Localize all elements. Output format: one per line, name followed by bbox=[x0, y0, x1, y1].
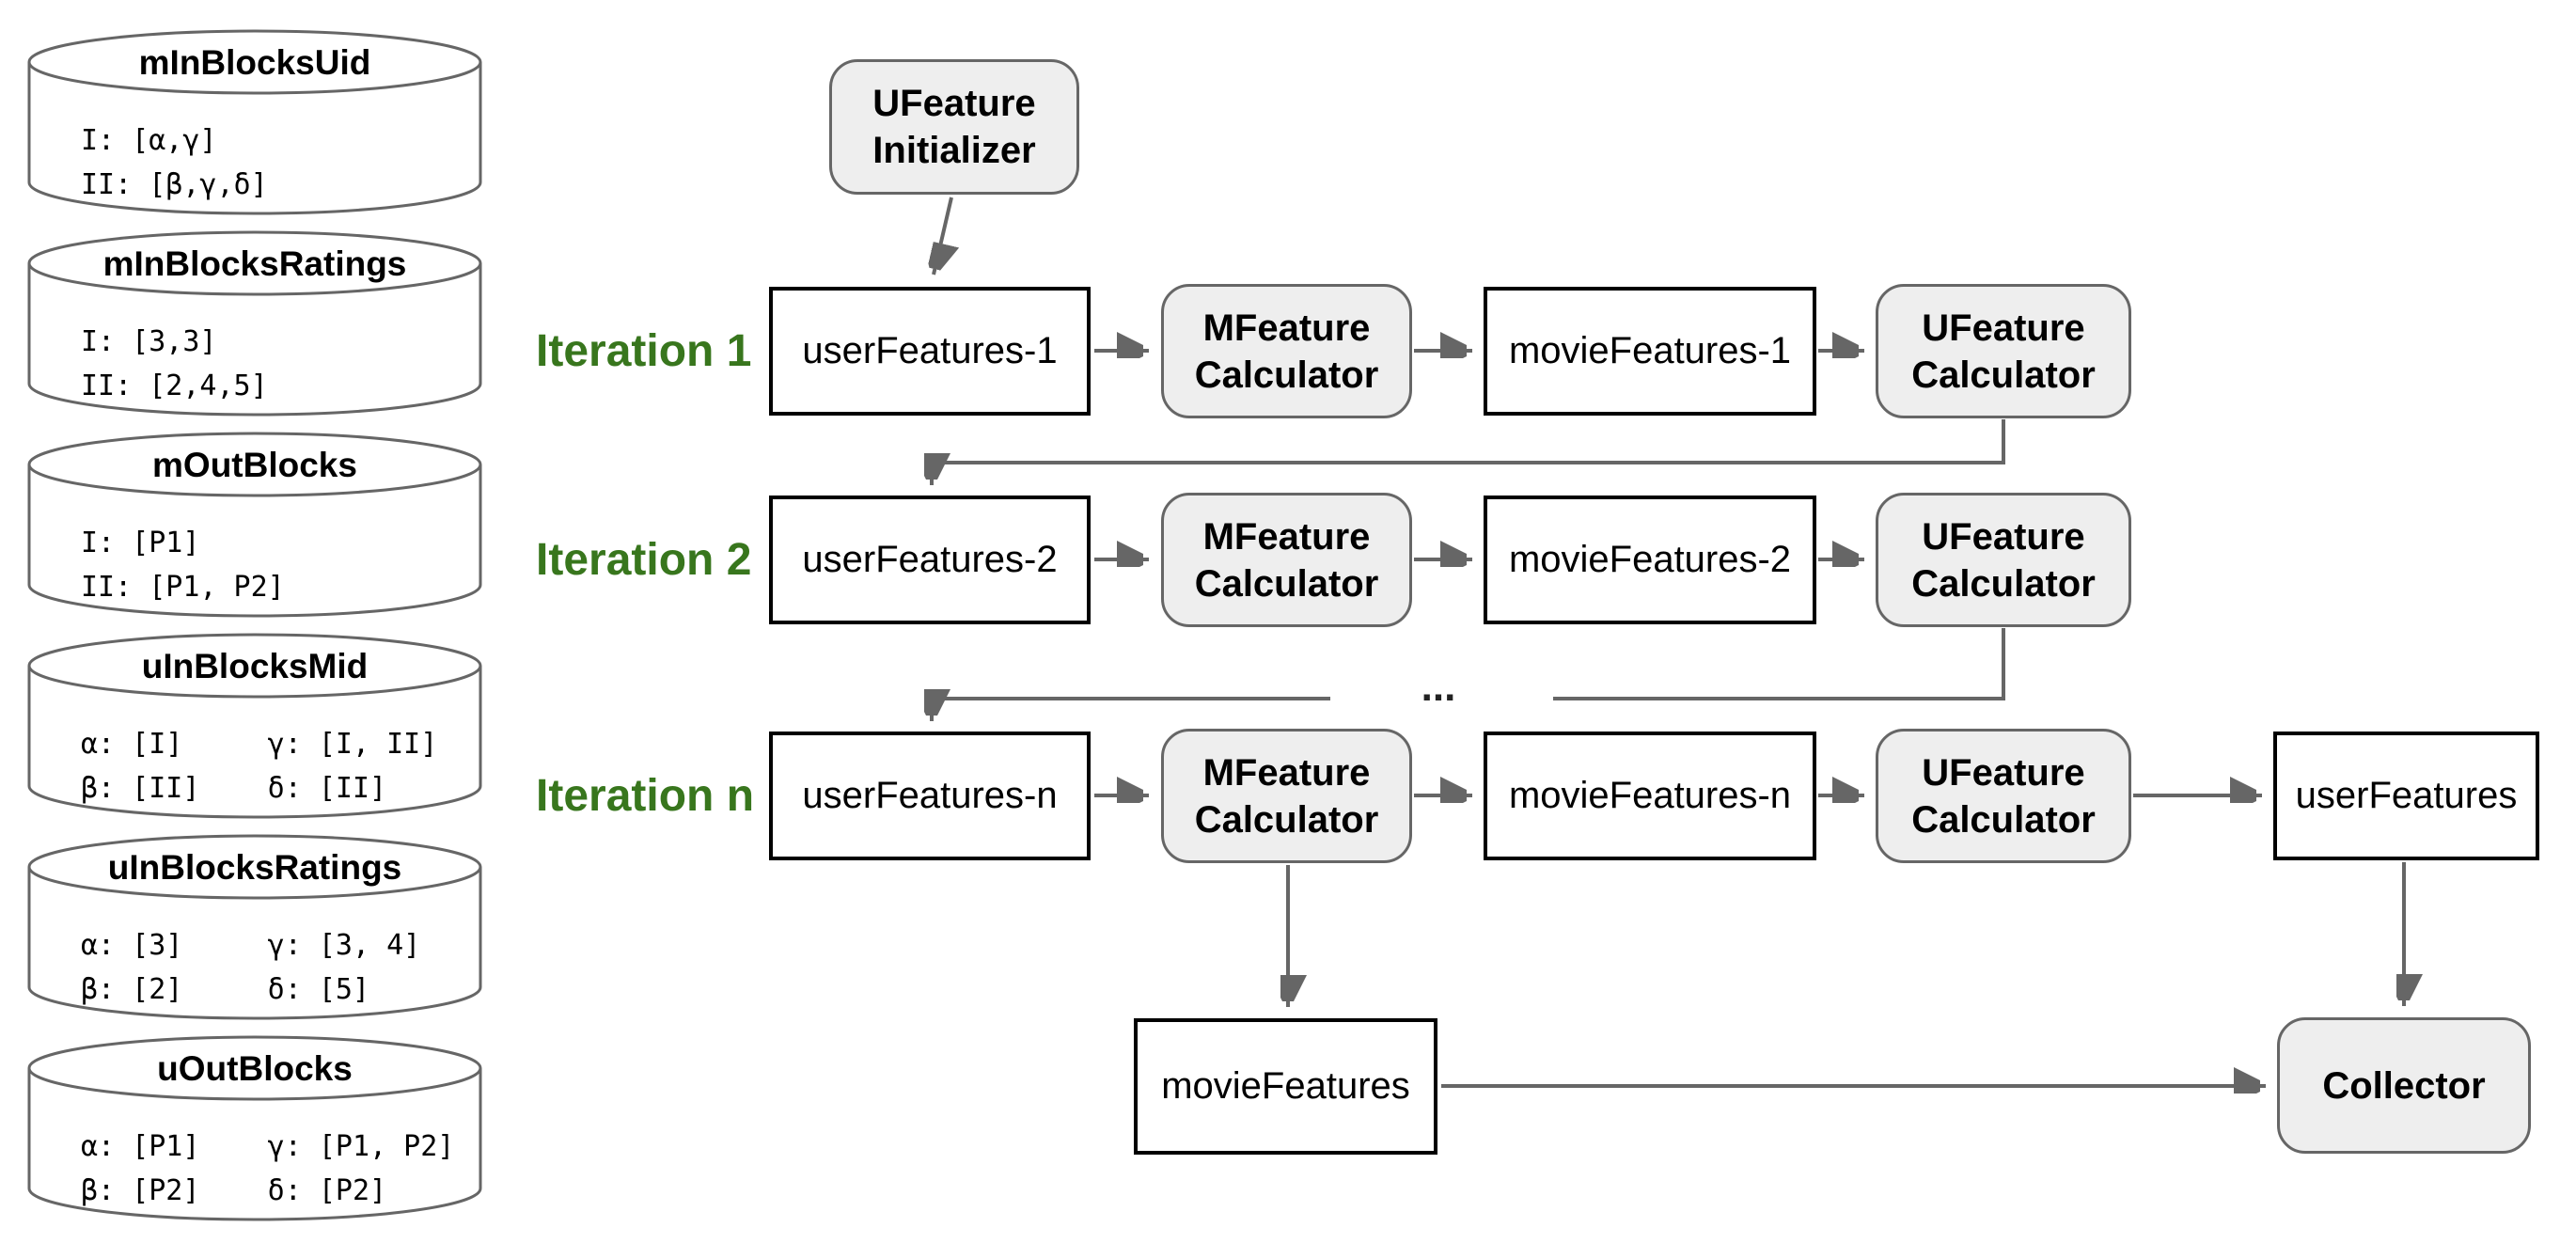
database-cylinder-icon bbox=[27, 29, 482, 215]
datastore-uinblocksmid: uInBlocksMid α: [I] γ: [I, II] β: [II] δ… bbox=[26, 632, 483, 820]
line-feedback-iter2-right-segment bbox=[1553, 628, 2005, 700]
datastore-line: β: [2] δ: [5] bbox=[81, 973, 370, 1006]
node-ufeature-calculator-n: UFeature Calculator bbox=[1876, 729, 2131, 863]
datastore-title: uInBlocksMid bbox=[141, 647, 369, 685]
datastore-minblocksuid: mInBlocksUid I: [α,γ] II: [β,γ,δ] bbox=[26, 28, 483, 216]
node-userfeatures-final: userFeatures bbox=[2273, 732, 2539, 860]
datastore-uinblocksratings: uInBlocksRatings α: [3] γ: [3, 4] β: [2]… bbox=[26, 833, 483, 1021]
node-ufeature-calculator-2: UFeature Calculator bbox=[1876, 493, 2131, 627]
node-moviefeatures-2: movieFeatures-2 bbox=[1484, 496, 1816, 624]
node-userfeatures-n: userFeatures-n bbox=[769, 732, 1091, 860]
database-cylinder-icon bbox=[27, 1035, 482, 1221]
database-cylinder-icon bbox=[27, 230, 482, 417]
datastore-line: I: [α,γ] bbox=[81, 124, 217, 157]
node-collector: Collector bbox=[2277, 1017, 2531, 1154]
datastore-title: uOutBlocks bbox=[157, 1049, 353, 1088]
datastore-title: uInBlocksRatings bbox=[107, 848, 402, 887]
datastore-title: mInBlocksRatings bbox=[102, 244, 407, 283]
datastore-line: II: [P1, P2] bbox=[81, 571, 285, 604]
node-userfeatures-2: userFeatures-2 bbox=[769, 496, 1091, 624]
node-moviefeatures-n: movieFeatures-n bbox=[1484, 732, 1816, 860]
datastore-line: II: [β,γ,δ] bbox=[81, 168, 268, 201]
arrow-feedback-to-userfeatures-n bbox=[932, 699, 1330, 721]
datastore-line: α: [P1] γ: [P1, P2] bbox=[81, 1130, 455, 1163]
datastore-line: β: [II] δ: [II] bbox=[81, 772, 387, 805]
datastore-line: I: [P1] bbox=[81, 527, 200, 559]
database-cylinder-icon bbox=[27, 834, 482, 1020]
datastore-line: α: [I] γ: [I, II] bbox=[81, 728, 438, 761]
node-ufeature-initializer: UFeature Initializer bbox=[829, 59, 1079, 195]
node-ufeature-calculator-1: UFeature Calculator bbox=[1876, 284, 2131, 418]
node-mfeature-calculator-2: MFeature Calculator bbox=[1161, 493, 1412, 627]
arrow-feedback-iter1-to-userfeatures-2 bbox=[932, 419, 2005, 485]
datastore-line: α: [3] γ: [3, 4] bbox=[81, 929, 421, 962]
node-userfeatures-1: userFeatures-1 bbox=[769, 287, 1091, 416]
datastore-line: II: [2,4,5] bbox=[81, 370, 268, 402]
datastore-minblocksratings: mInBlocksRatings I: [3,3] II: [2,4,5] bbox=[26, 229, 483, 417]
iteration-1-label: Iteration 1 bbox=[536, 326, 752, 376]
datastore-title: mOutBlocks bbox=[152, 446, 357, 484]
datastore-moutblocks: mOutBlocks I: [P1] II: [P1, P2] bbox=[26, 431, 483, 619]
iterations-ellipsis: ... bbox=[1421, 664, 1456, 710]
database-cylinder-icon bbox=[27, 432, 482, 618]
datastore-uoutblocks: uOutBlocks α: [P1] γ: [P1, P2] β: [P2] δ… bbox=[26, 1034, 483, 1222]
node-moviefeatures-final: movieFeatures bbox=[1134, 1018, 1437, 1155]
node-mfeature-calculator-n: MFeature Calculator bbox=[1161, 729, 1412, 863]
arrow-initializer-to-userfeatures-1 bbox=[934, 197, 951, 275]
iteration-2-label: Iteration 2 bbox=[536, 535, 752, 585]
datastore-line: β: [P2] δ: [P2] bbox=[81, 1174, 387, 1207]
node-moviefeatures-1: movieFeatures-1 bbox=[1484, 287, 1816, 416]
database-cylinder-icon bbox=[27, 633, 482, 819]
node-mfeature-calculator-1: MFeature Calculator bbox=[1161, 284, 1412, 418]
datastore-line: I: [3,3] bbox=[81, 325, 217, 358]
iteration-n-label: Iteration n bbox=[536, 771, 755, 821]
datastore-title: mInBlocksUid bbox=[138, 43, 371, 82]
